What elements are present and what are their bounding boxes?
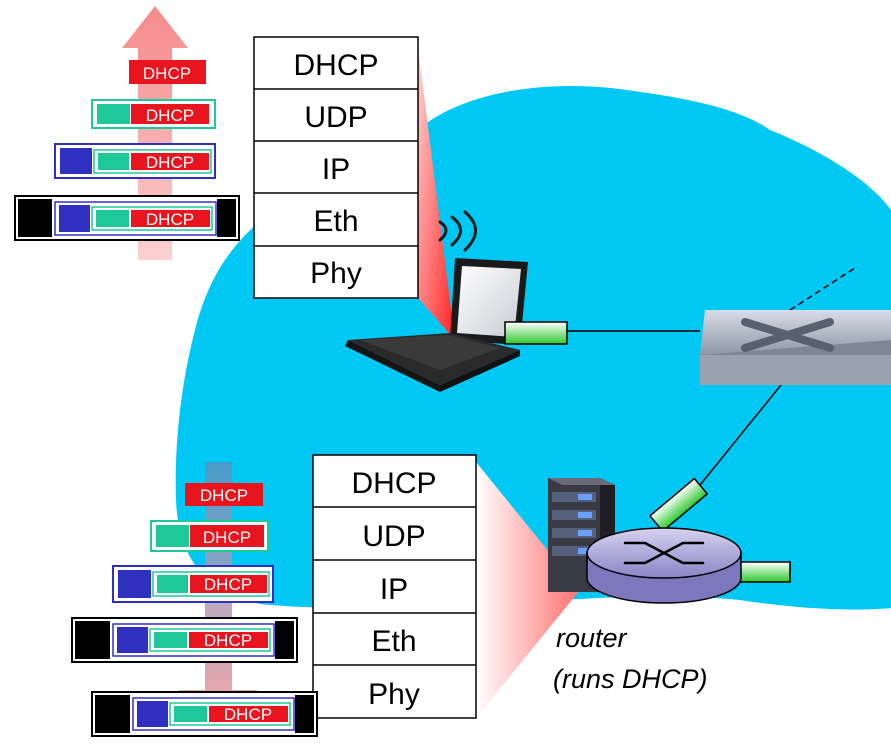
link-switch-internet	[789, 267, 856, 311]
packet-label: DHCP	[146, 106, 194, 125]
router-label-line1: router	[556, 623, 628, 653]
top-stack-layer-dhcp: DHCP	[293, 49, 378, 82]
top-stack-layer-eth: Eth	[313, 205, 358, 238]
laptop-icon	[345, 258, 528, 392]
bottom-stack-layer-dhcp: DHCP	[351, 467, 436, 500]
bottom-stack-layer-udp: UDP	[362, 520, 425, 553]
top-stack-layer-udp: UDP	[304, 101, 367, 134]
packet-ethernet-frame: DHCP	[14, 195, 240, 241]
packet-label: DHCP	[146, 210, 194, 229]
laptop-port	[504, 321, 568, 345]
packet-udp-segment: DHCP	[150, 520, 269, 552]
wireless-signal-icon	[438, 210, 477, 252]
router-port-right	[734, 561, 791, 583]
top-stack-pointer	[418, 48, 455, 340]
packet-udp-segment: DHCP	[91, 99, 216, 129]
packet-ethernet-frame: DHCP	[71, 617, 298, 663]
packet-label: DHCP	[200, 486, 248, 505]
bottom-packets: DHCP DHCP DHCP DHCP	[71, 483, 318, 737]
bottom-stack-pointer	[476, 462, 580, 718]
bottom-protocol-stack: DHCP UDP IP Eth Phy	[312, 454, 477, 719]
packet-label: DHCP	[146, 153, 194, 172]
packet-dhcp-message: DHCP	[185, 483, 263, 506]
bottom-stack-layer-phy: Phy	[368, 678, 420, 711]
router-icon	[586, 527, 742, 604]
bottom-stack-layer-eth: Eth	[371, 625, 416, 658]
packet-dhcp-message: DHCP	[129, 60, 206, 84]
router-port-uplink	[648, 477, 709, 533]
top-protocol-stack: DHCP UDP IP Eth Phy	[253, 36, 419, 299]
packet-label: DHCP	[143, 64, 191, 83]
packet-label: DHCP	[224, 705, 272, 724]
top-stack-layer-phy: Phy	[310, 257, 362, 290]
router-label-line2: (runs DHCP)	[553, 664, 708, 694]
packet-ethernet-frame-transmitted: DHCP	[91, 691, 318, 737]
top-stack-layer-ip: IP	[322, 153, 350, 186]
link-switch-router	[691, 379, 786, 496]
packet-label: DHCP	[204, 631, 252, 650]
packet-ip-datagram: DHCP	[112, 565, 274, 603]
packet-label: DHCP	[204, 575, 252, 594]
bottom-stack-layer-ip: IP	[380, 573, 408, 606]
packet-label: DHCP	[203, 528, 251, 547]
packet-ip-datagram: DHCP	[54, 143, 216, 179]
top-packets: DHCP DHCP DHCP DHCP	[14, 60, 240, 241]
switch-icon	[700, 310, 891, 385]
